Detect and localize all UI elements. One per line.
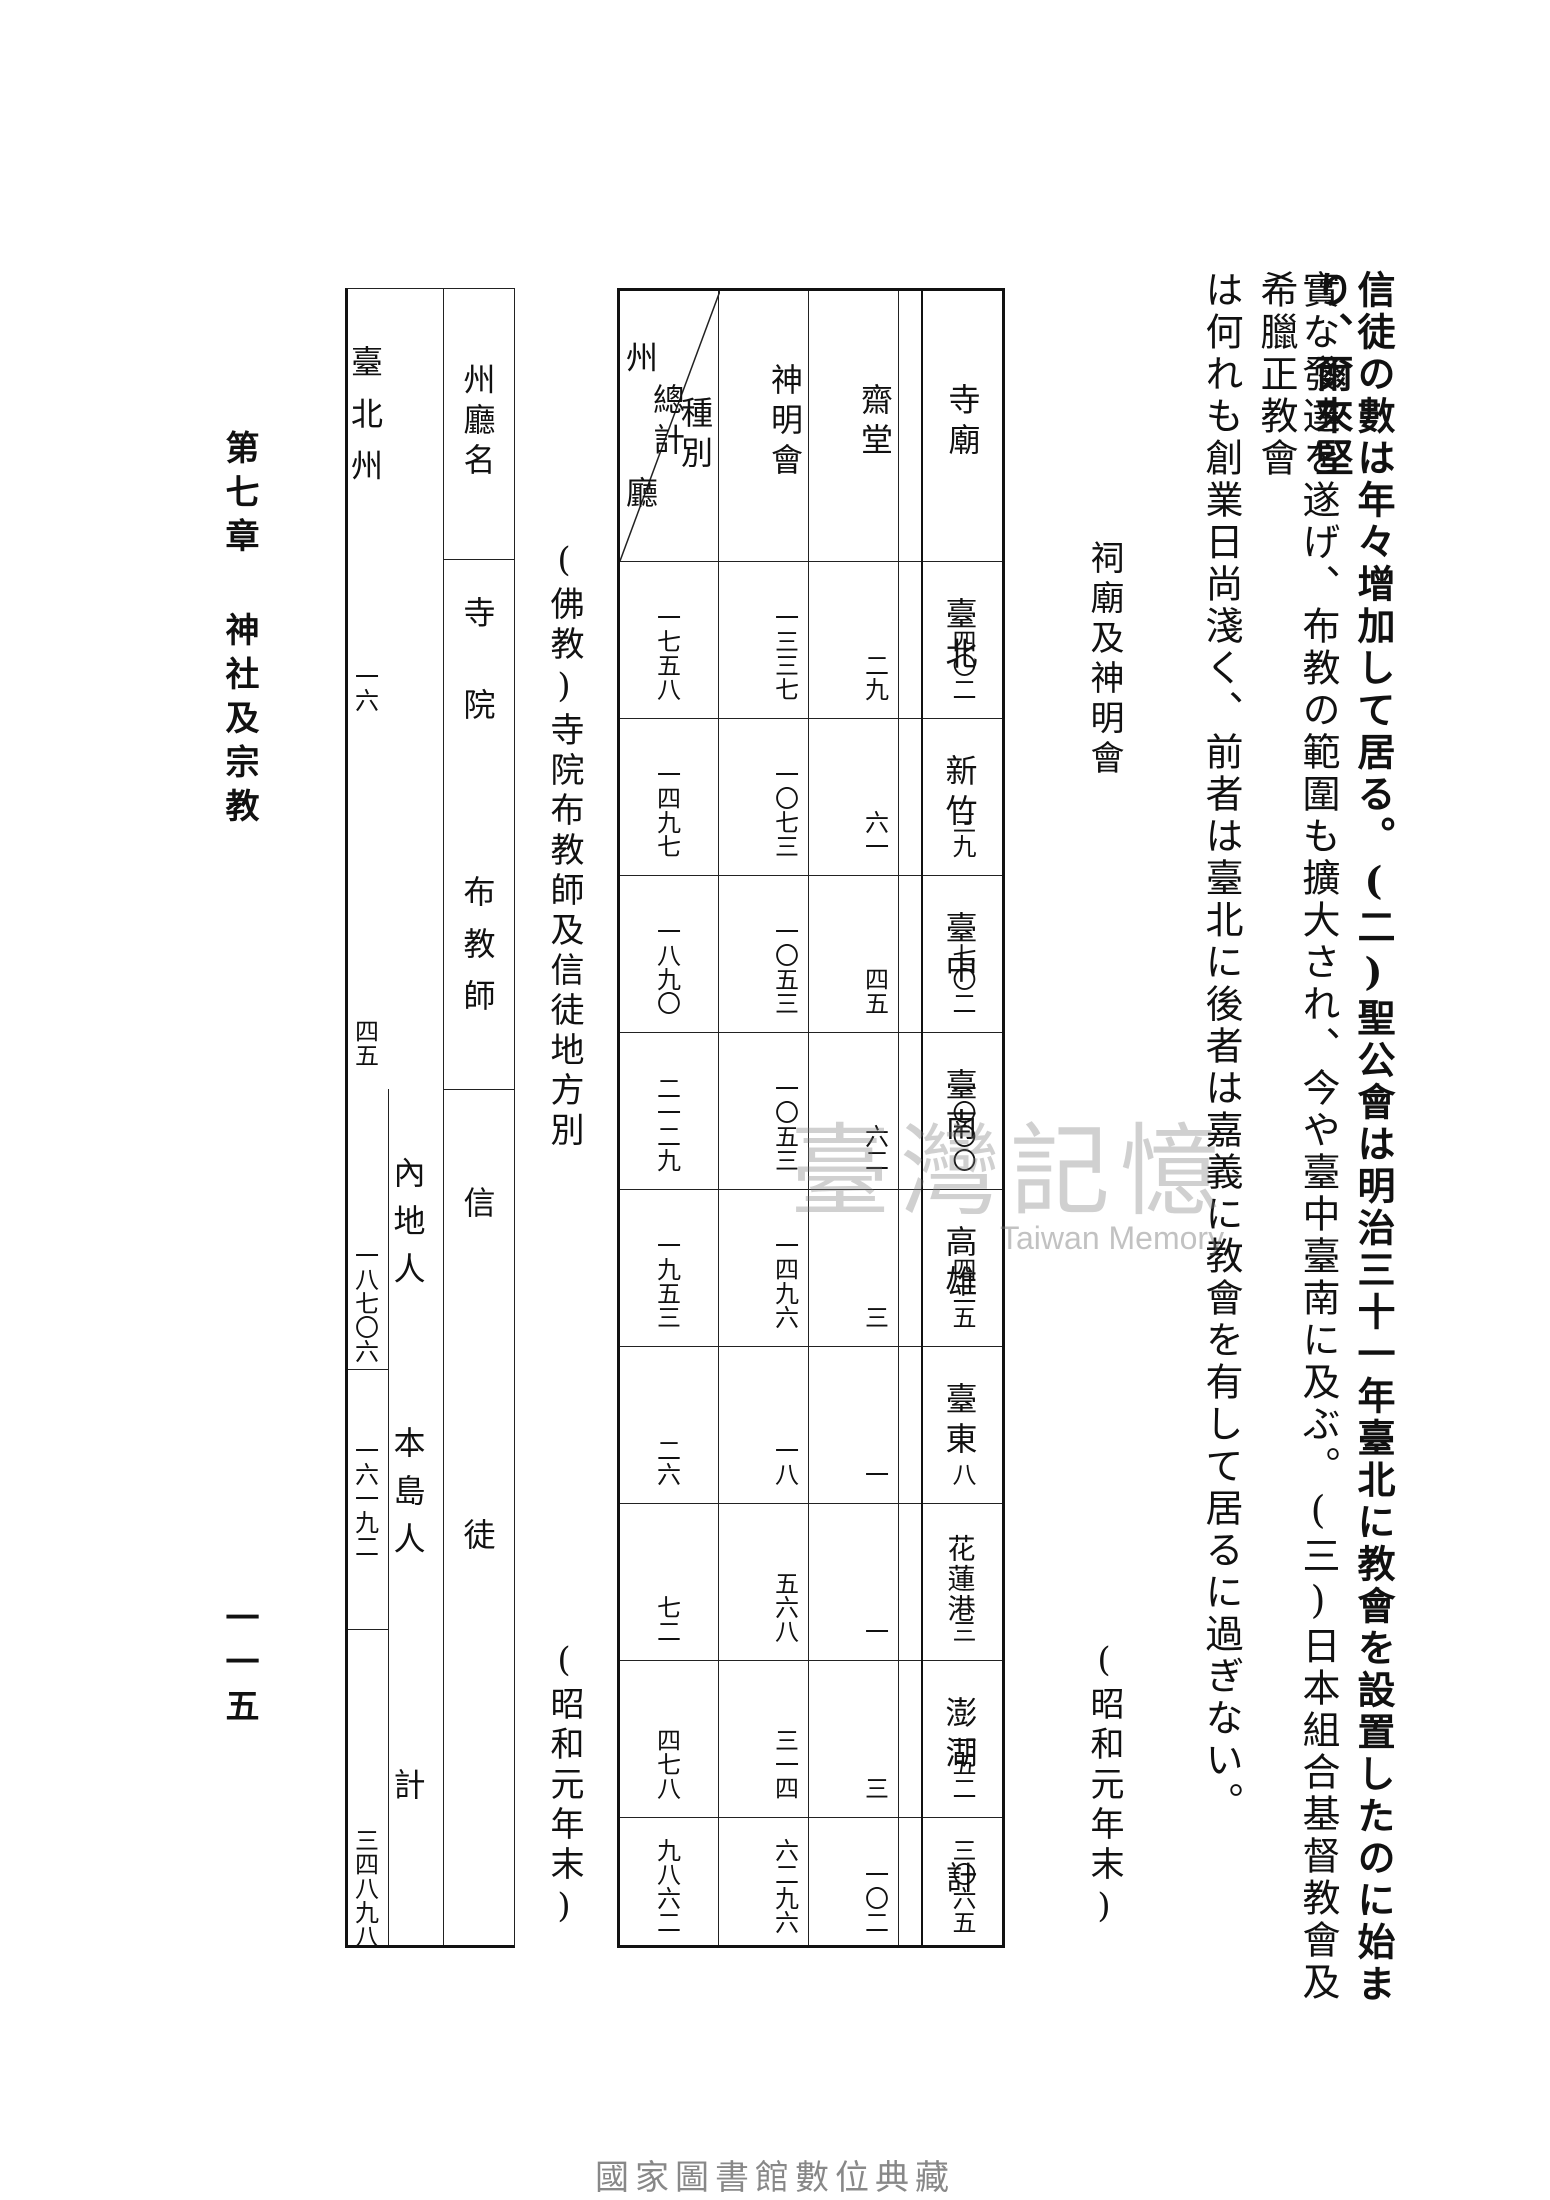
table-cell: 七二 — [652, 1595, 681, 1643]
t2-header-believers: 信徒 — [458, 1186, 497, 1850]
buddhist-temple-table — [345, 288, 515, 1948]
table-cell: 四〇二 — [948, 629, 976, 701]
t2-row-total: 三四八九八 — [350, 1828, 379, 1948]
t2-header-hontou: 本島人 — [388, 1426, 427, 1570]
page-number: 一一五 — [219, 1600, 259, 1732]
col-header-penghu: 澎湖 — [940, 1695, 979, 1776]
col-header-taipei: 臺北 — [940, 596, 979, 677]
t2-row-hontou: 一六一九二 — [350, 1438, 379, 1558]
table-cell: 一〇七三 — [770, 762, 799, 858]
t2-row-naichi: 一八七〇六 — [350, 1243, 379, 1363]
shrine-table: 州 廳 種別 — [617, 288, 1005, 1948]
col-header-tainan: 臺南 — [940, 1067, 979, 1148]
table-cell: 三〇六五 — [948, 1838, 976, 1934]
col-header-total: 計 — [940, 1861, 979, 1901]
table2-date: (昭和元年末) — [544, 1640, 584, 1932]
running-head: 第七章 神社及宗教 — [219, 430, 259, 832]
footer-credit: 國家圖書館數位典藏 — [595, 2159, 955, 2197]
table-cell: 三 — [860, 1305, 889, 1329]
t2-header-preachers: 布教師 — [458, 875, 497, 1031]
table2-title: (佛教)寺院布教師及信徒地方別 — [544, 540, 584, 1152]
header-diagonal — [620, 291, 720, 561]
table-cell: 六二九六 — [770, 1838, 799, 1934]
table-cell: 四二五 — [948, 1257, 976, 1329]
col-header-kaohsiung: 高雄 — [940, 1224, 979, 1305]
t2-header-naichi: 內地人 — [388, 1156, 427, 1300]
t2-row-name: 臺北州 — [346, 345, 384, 501]
table-cell: 二六 — [652, 1438, 681, 1486]
table-cell: 四五 — [860, 967, 889, 1015]
table-cell: 三一四 — [770, 1728, 799, 1800]
table-cell: 一 — [860, 1462, 889, 1486]
row-label-shinmei-kai: 神明會 — [766, 363, 804, 483]
table-cell: 一八 — [770, 1438, 799, 1486]
table-cell: 八 — [948, 1462, 976, 1486]
table-cell: 六二 — [860, 1124, 889, 1172]
col-header-karenko: 花蓮港 — [943, 1533, 977, 1624]
watermark-logo: 臺灣記憶 — [790, 1113, 1230, 1230]
corner-shubetsu: 種別 — [676, 396, 714, 476]
table-cell: 一〇〇〇 — [948, 1076, 976, 1172]
col-header-taichung: 臺中 — [940, 910, 979, 991]
table-cell: 一四九七 — [652, 762, 681, 858]
table-cell: 四七八 — [652, 1728, 681, 1800]
table-cell: 三 — [860, 1776, 889, 1800]
corner-zhou: 州 — [621, 341, 659, 381]
t2-header-temples: 寺院 — [458, 596, 497, 780]
table1-title: 祠廟及神明會 — [1084, 540, 1124, 780]
body-text-line-2: 實な發達を遂げ、布教の範圍も擴大され、今や臺中臺南に及ぶ。(三)日本組合基督教會… — [1254, 270, 1340, 2004]
table-cell: 一九五三 — [652, 1233, 681, 1329]
body-text-line-3: は何れも創業日尚淺く、前者は臺北に後者は嘉義に教會を有して居るに過ぎない。 — [1199, 270, 1243, 1824]
row-label-vegetarian-halls: 齋堂 — [856, 383, 894, 463]
row-label-temples: 寺廟 — [943, 383, 982, 463]
t2-header-prefecture: 州廳名 — [458, 363, 497, 483]
table-cell: 三 — [948, 1619, 976, 1643]
table-cell: 六一 — [860, 810, 889, 858]
t2-row-temples: 一六 — [350, 664, 379, 712]
table-cell: 一〇二 — [860, 1862, 889, 1934]
table-cell: 三九 — [948, 810, 976, 858]
table-cell: 一 — [860, 1619, 889, 1643]
t2-header-total: 計 — [388, 1768, 427, 1808]
table-cell: 一五二 — [948, 1728, 976, 1800]
col-header-shinchiku: 新竹 — [940, 753, 979, 834]
table-cell: 二一二九 — [652, 1076, 681, 1172]
table-cell: 七〇二 — [948, 943, 976, 1015]
table-cell: 九八六二 — [652, 1838, 681, 1934]
table-cell: 一七五八 — [652, 605, 681, 701]
table-cell: 一三三七 — [770, 605, 799, 701]
t2-row-preachers: 四五 — [350, 1019, 379, 1067]
table-cell: 二九 — [860, 653, 889, 701]
corner-ting: 廳 — [621, 476, 659, 516]
table-cell: 一八九〇 — [652, 919, 681, 1015]
table-cell: 一四九六 — [770, 1233, 799, 1329]
watermark-subtitle: Taiwan Memory — [1000, 1220, 1225, 1256]
table-cell: 五六八 — [770, 1571, 799, 1643]
row-label-total: 總計 — [648, 383, 686, 463]
table-cell: 一〇五三 — [770, 1076, 799, 1172]
table-cell: 一〇五三 — [770, 919, 799, 1015]
table1-date: (昭和元年末) — [1084, 1640, 1124, 1932]
col-header-taitung: 臺東 — [940, 1381, 979, 1462]
body-text-line-1: 信徒の數は年々增加して居る。(二)聖公會は明治三十一年臺北に教會を設置したのに始… — [1309, 270, 1396, 2006]
